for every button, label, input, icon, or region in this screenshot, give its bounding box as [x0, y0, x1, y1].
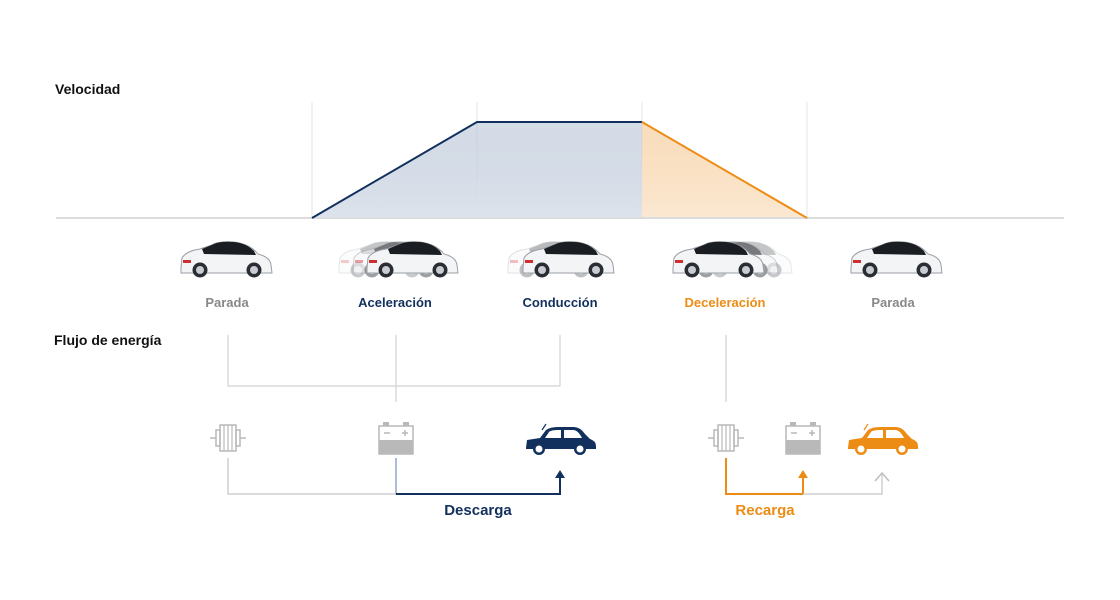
- battery-icon: [378, 421, 414, 455]
- recharge-gray-path: [803, 474, 883, 495]
- stage-connector-lines: [227, 335, 727, 402]
- stage-label-stop-1: Parada: [205, 295, 249, 310]
- arrow-up-icon: [555, 470, 565, 478]
- stage-label-stop-2: Parada: [871, 295, 915, 310]
- speed-heading: Velocidad: [55, 81, 121, 97]
- cruise-area: [477, 122, 642, 218]
- speed-line-decel: [641, 121, 808, 219]
- motor-icon: [707, 424, 745, 452]
- recharge-label: Recarga: [735, 502, 795, 519]
- car-icon: [525, 423, 597, 456]
- car-icon: [847, 423, 919, 456]
- stage-label-driving: Conducción: [522, 295, 598, 310]
- discharge-label: Descarga: [444, 502, 512, 519]
- recharge-path: [725, 458, 804, 495]
- arrow-up-icon: [798, 470, 808, 478]
- arrow-up-icon: [874, 471, 890, 482]
- motor-icon: [209, 424, 247, 452]
- battery-icon: [785, 421, 821, 455]
- discharge-gray-path: [227, 458, 396, 495]
- speed-line-accel-cruise: [311, 121, 642, 219]
- stage-label-acceleration: Aceleración: [358, 295, 432, 310]
- energy-flow-heading: Flujo de energía: [54, 332, 162, 348]
- discharge-path: [396, 476, 561, 495]
- stage-label-deceleration: Deceleración: [684, 295, 766, 310]
